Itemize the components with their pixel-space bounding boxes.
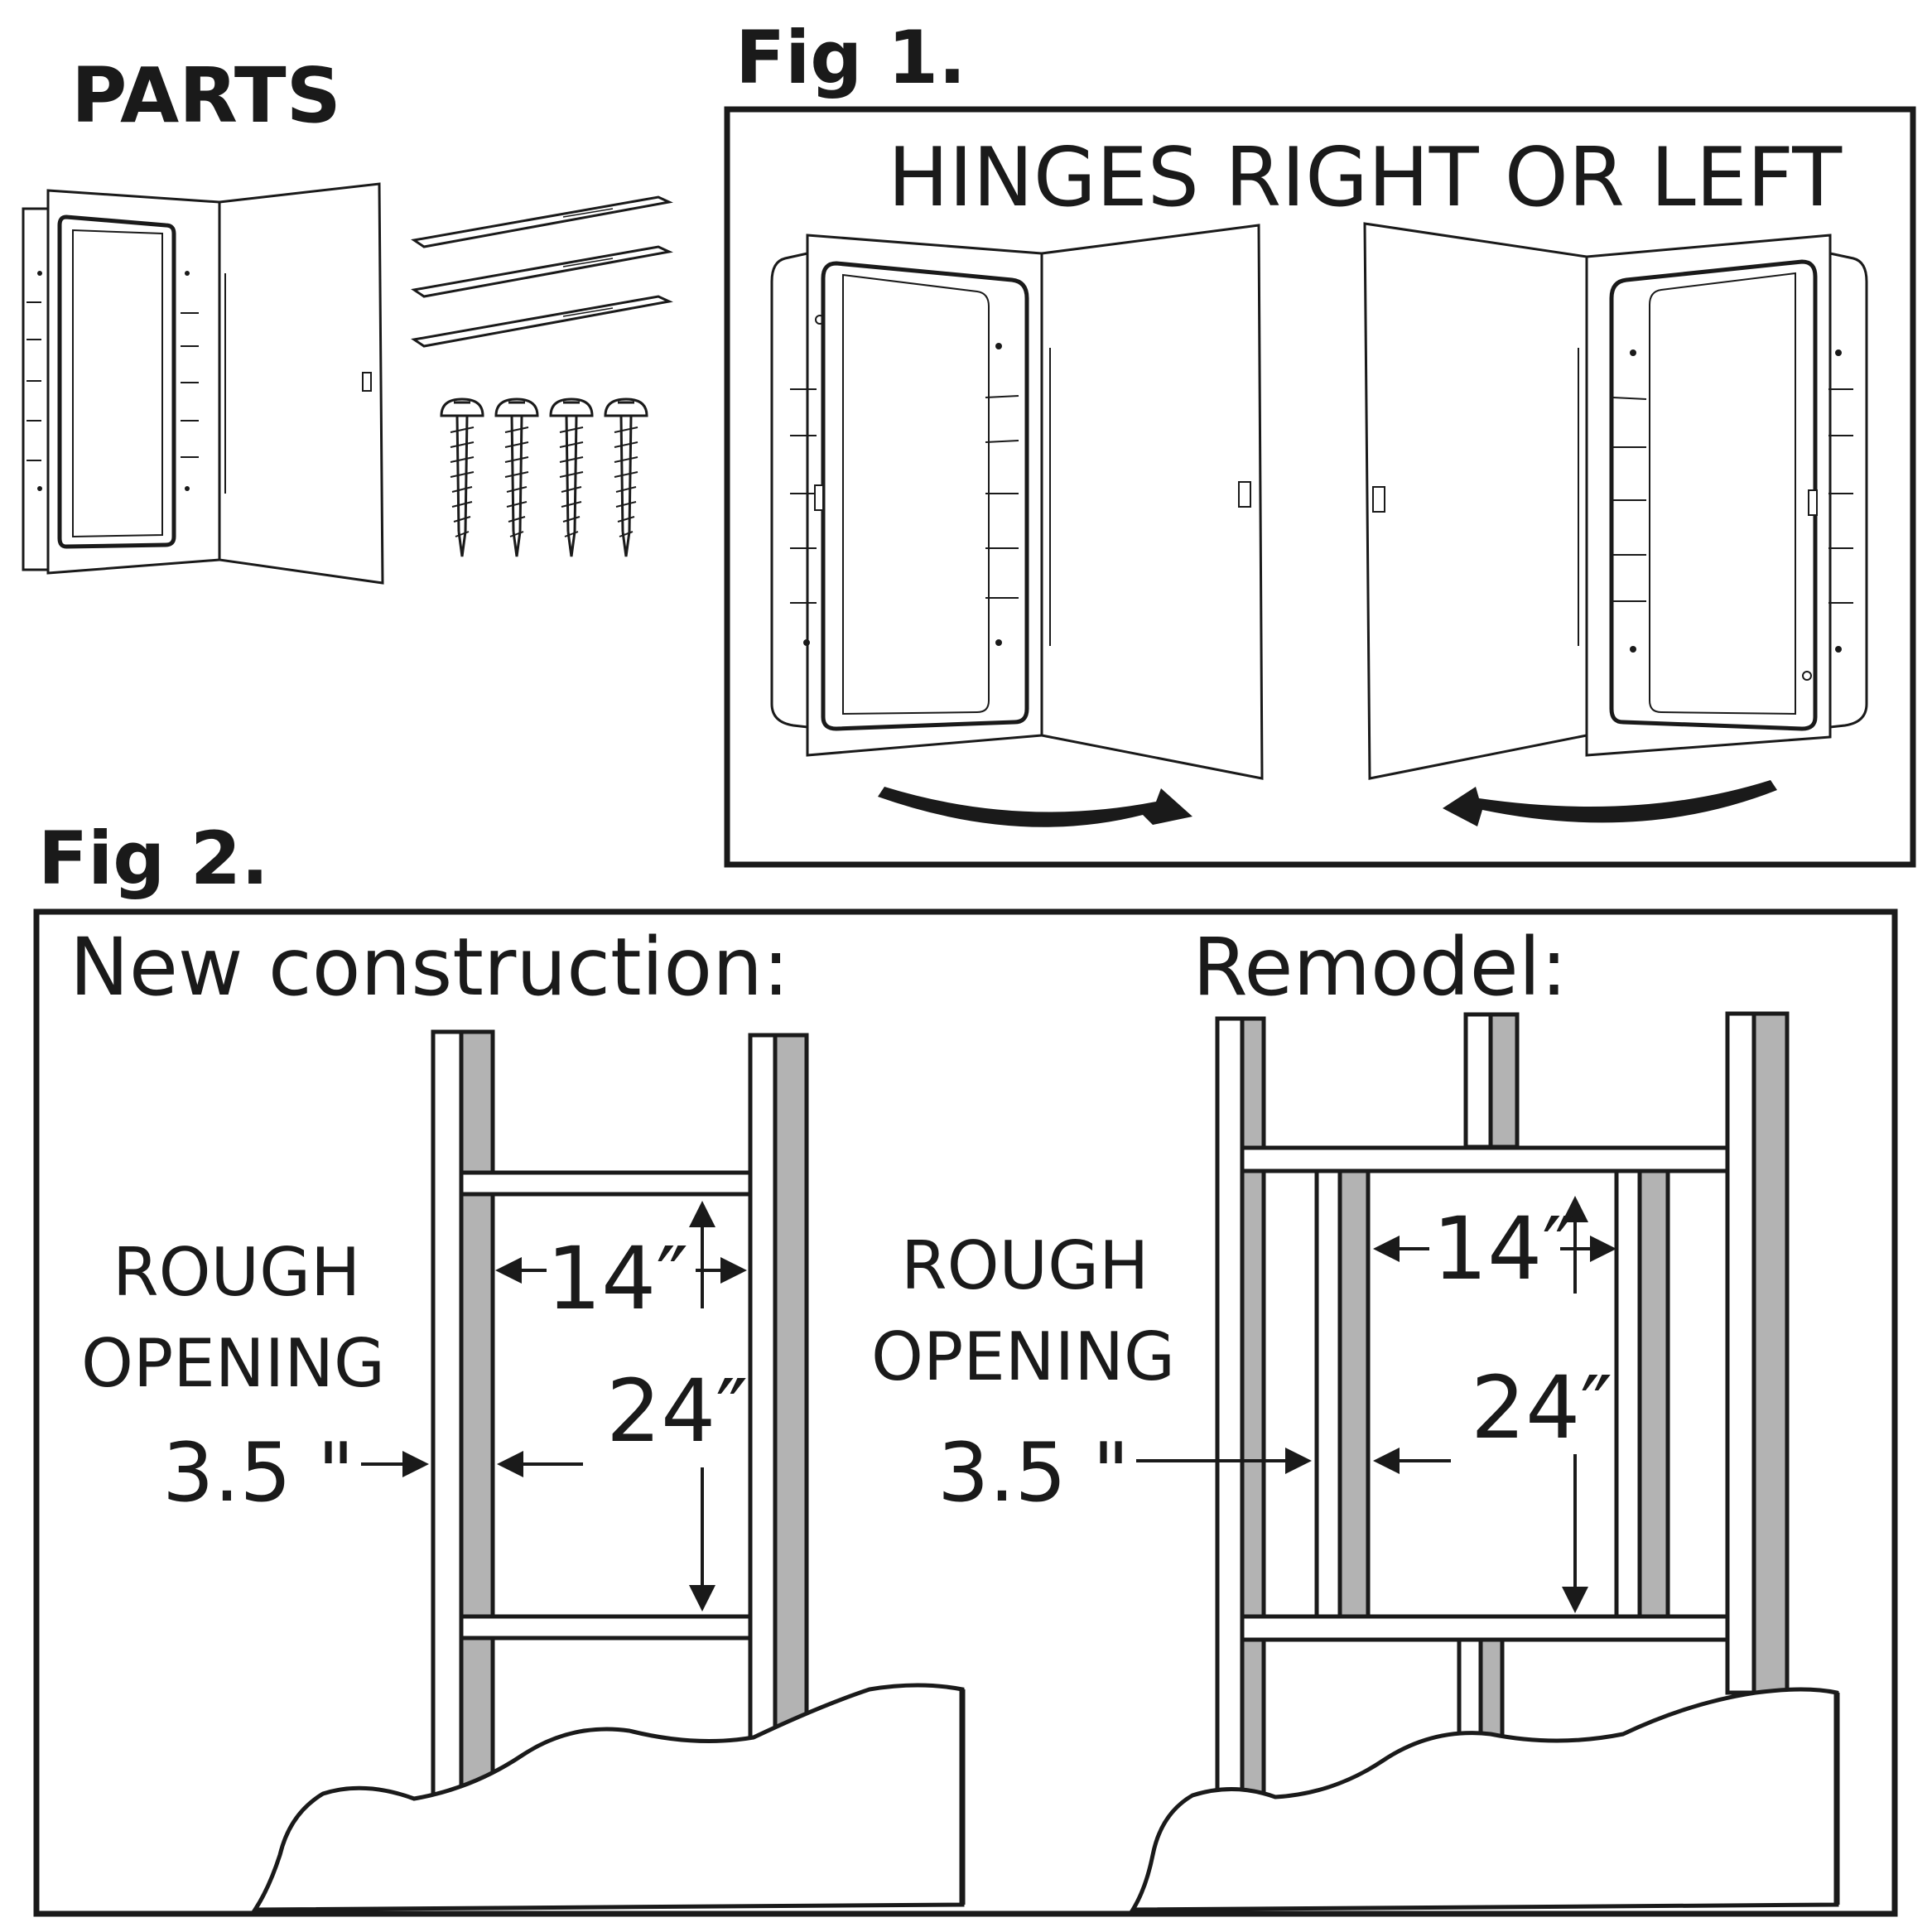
new-construction-dimensions [361, 1201, 747, 1612]
remodel-heading: Remodel: [1192, 921, 1568, 1014]
new-width-label: 14″ [547, 1228, 688, 1329]
glass-shelf-illustrations [411, 195, 673, 348]
parts-cabinet-illustration [22, 182, 384, 585]
remodel-width-label: 14″ [1433, 1198, 1574, 1299]
fig2-frame [33, 908, 1898, 1917]
fig1-swing-arrows [878, 780, 1777, 827]
remodel-depth-label: 3.5 " [937, 1426, 1130, 1520]
new-depth-label: 3.5 " [162, 1426, 355, 1520]
new-construction-framing [251, 1029, 966, 1912]
mounting-screws-illustration [440, 397, 648, 557]
fig2-title: Fig 2. [38, 816, 269, 901]
remodel-rough-label-line1: ROUGH [901, 1227, 1149, 1304]
remodel-dimensions [1136, 1196, 1616, 1613]
remodel-rough-label-line2: OPENING [871, 1318, 1176, 1395]
new-rough-label-line1: ROUGH [113, 1234, 361, 1311]
new-construction-heading: New construction: [70, 921, 790, 1014]
fig1-caption: HINGES RIGHT OR LEFT [888, 131, 1843, 225]
fig1-title: Fig 1. [735, 15, 966, 100]
new-rough-label-line2: OPENING [81, 1325, 386, 1402]
fig1-cabinet-left-hinge [770, 224, 1264, 780]
parts-title: PARTS [71, 51, 341, 140]
remodel-framing [1129, 1011, 1840, 1912]
fig1-frame [724, 106, 1916, 868]
fig1-cabinet-right-hinge [1363, 222, 1868, 780]
new-height-label: 24″ [606, 1361, 748, 1462]
remodel-height-label: 24″ [1471, 1357, 1612, 1458]
